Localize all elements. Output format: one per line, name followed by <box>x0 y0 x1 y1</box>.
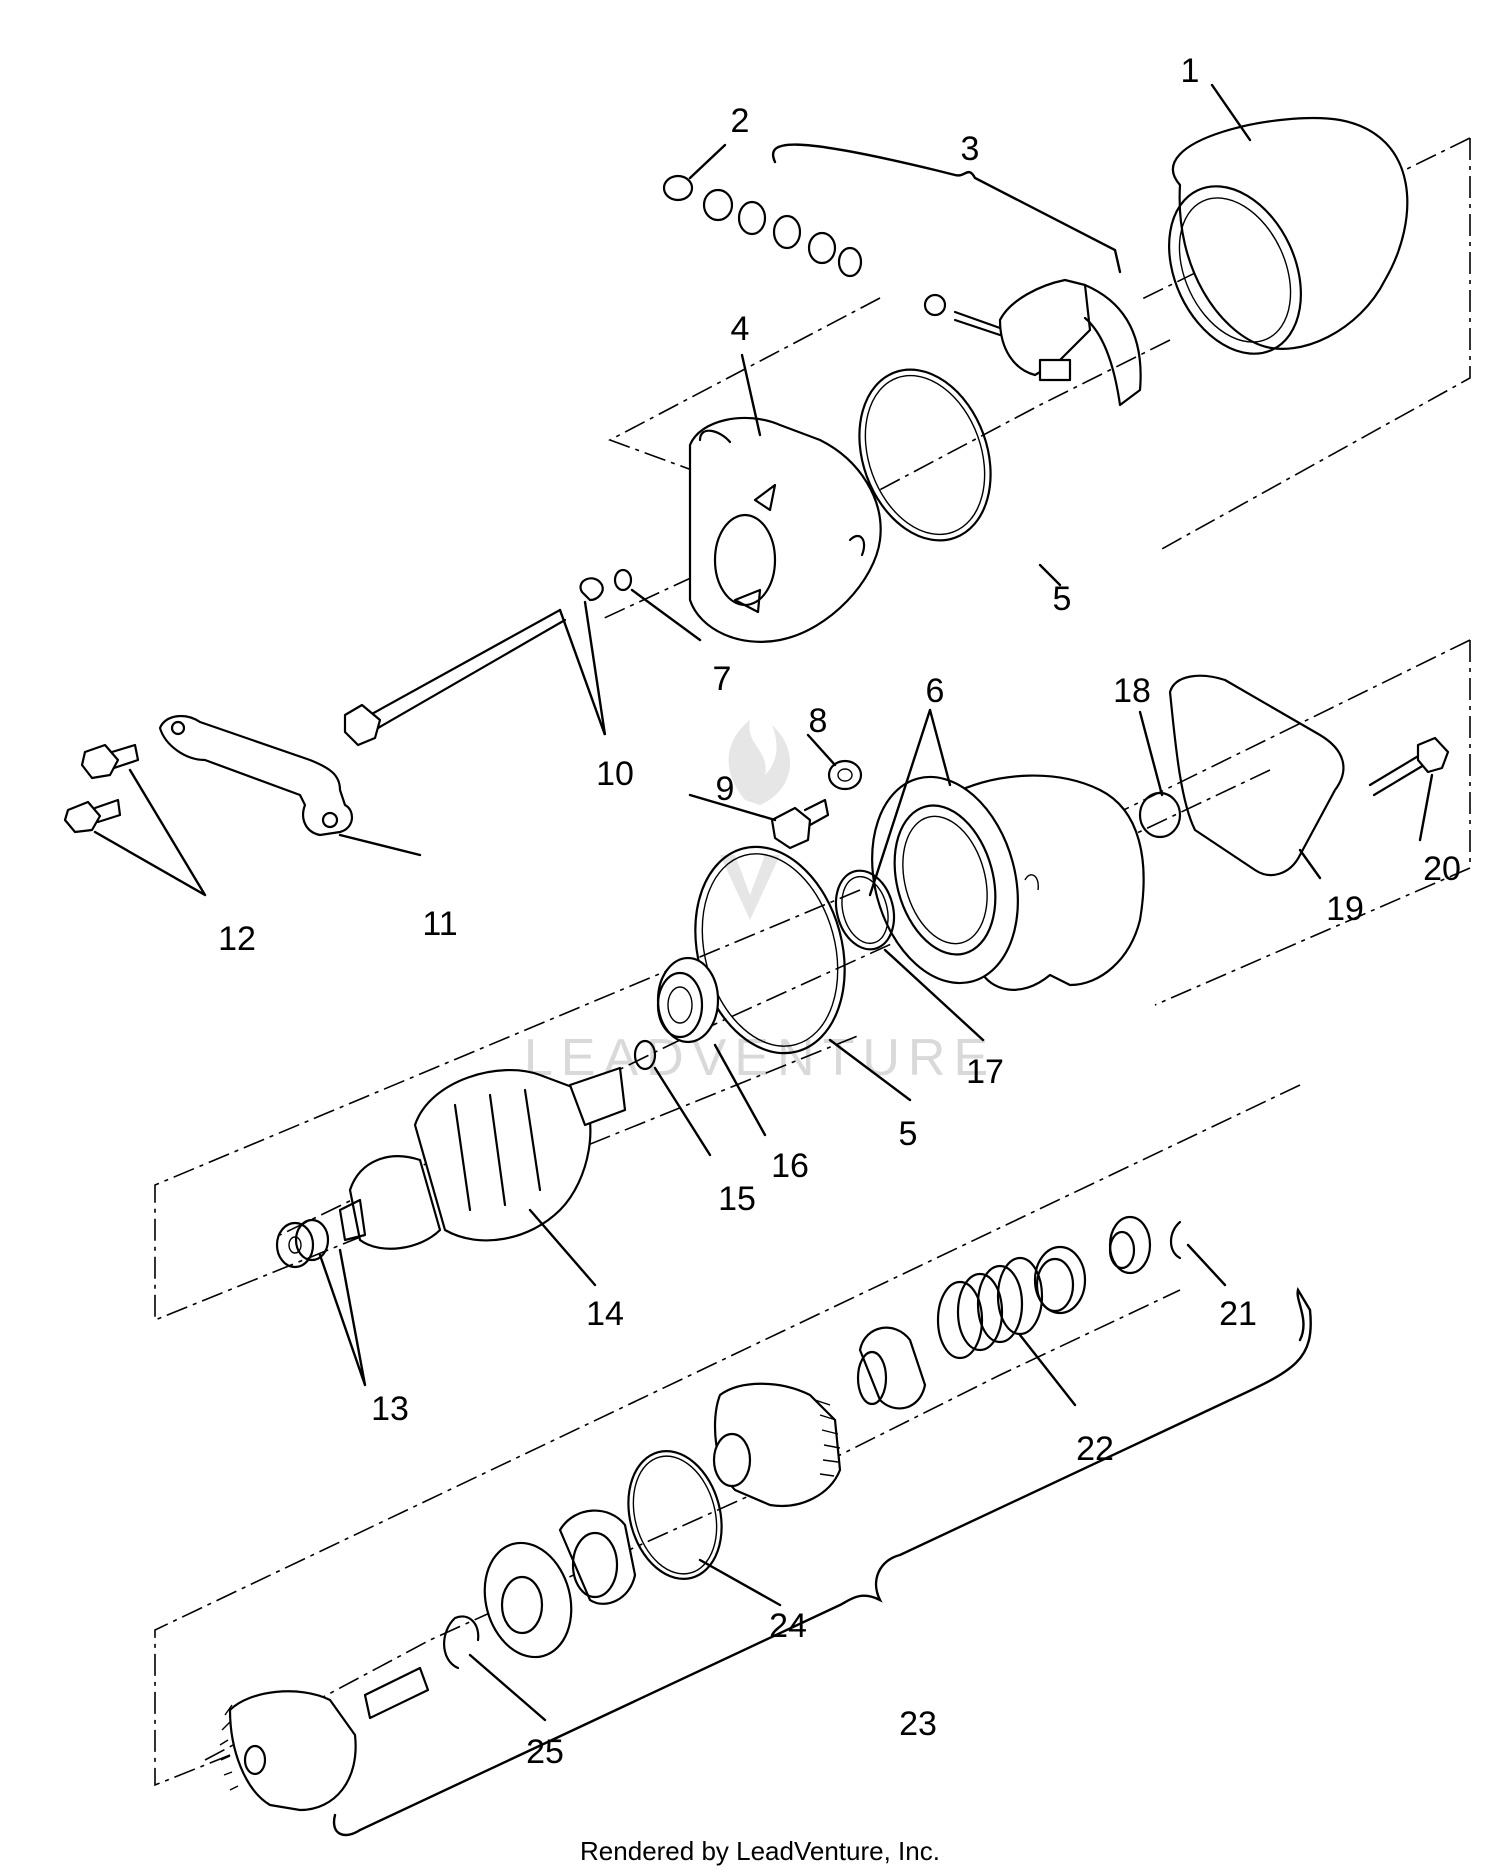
callout-20: 20 <box>1423 850 1461 888</box>
brush-holder <box>923 278 1142 407</box>
assembly-axis-lines <box>154 137 1471 1787</box>
front-housing <box>871 774 1145 991</box>
o-ring-small <box>834 869 896 951</box>
terminal-nut-washers <box>662 174 863 278</box>
split-collar <box>558 1509 637 1605</box>
callout-9: 9 <box>716 770 735 808</box>
render-credit: Rendered by LeadVenture, Inc. <box>580 1836 940 1866</box>
overrunning-clutch <box>712 1382 842 1508</box>
callout-11: 11 <box>422 905 457 943</box>
armature-washers <box>275 1218 330 1269</box>
callout-24: 24 <box>769 1607 807 1645</box>
callout-5-lower: 5 <box>899 1115 918 1153</box>
ball-bearing <box>656 956 720 1044</box>
callout-3: 3 <box>961 130 980 168</box>
callout-16: 16 <box>771 1147 809 1185</box>
callout-14: 14 <box>586 1295 624 1333</box>
callout-1: 1 <box>1181 52 1200 90</box>
callout-23: 23 <box>899 1705 937 1743</box>
callout-13: 13 <box>371 1390 409 1428</box>
retaining-ring <box>627 1450 723 1580</box>
output-gear-shaft <box>219 1666 430 1812</box>
callout-22: 22 <box>1076 1430 1114 1468</box>
cover-gasket <box>1168 674 1345 877</box>
callout-7: 7 <box>713 660 732 698</box>
callout-21: 21 <box>1219 1295 1257 1333</box>
callout-10: 10 <box>596 755 634 793</box>
callout-12: 12 <box>218 920 256 958</box>
callout-15: 15 <box>718 1180 756 1218</box>
callout-5-upper: 5 <box>1053 580 1072 618</box>
clutch-components <box>856 1215 1152 1410</box>
circlip-upper <box>1169 1220 1182 1260</box>
mounting-bracket <box>158 714 353 837</box>
callout-6: 6 <box>926 672 945 710</box>
yoke-housing <box>1168 116 1409 355</box>
callout-8: 8 <box>809 702 828 740</box>
o-ring-upper <box>858 368 992 542</box>
leader-lines <box>93 83 1434 1837</box>
callout-25: 25 <box>526 1733 564 1771</box>
callout-4: 4 <box>731 310 750 348</box>
armature <box>338 1066 627 1250</box>
small-o-ring <box>613 568 633 592</box>
bracket-bolts <box>63 743 140 834</box>
rear-cover <box>688 416 882 643</box>
callout-17: 17 <box>966 1053 1004 1091</box>
pinion-washer <box>483 1541 573 1659</box>
through-bolt <box>343 577 604 747</box>
snap-ring <box>633 1039 657 1071</box>
callout-2: 2 <box>731 102 750 140</box>
cover-bolt <box>1368 736 1450 797</box>
callout-labels: 1 2 3 4 5 6 7 8 9 10 11 12 13 14 15 16 1… <box>218 52 1461 1771</box>
thrust-washer <box>1138 791 1182 839</box>
circlip-lower <box>443 1615 480 1670</box>
callout-18: 18 <box>1113 672 1151 710</box>
terminal-washer-bolt <box>770 759 863 850</box>
callout-19: 19 <box>1326 890 1364 928</box>
